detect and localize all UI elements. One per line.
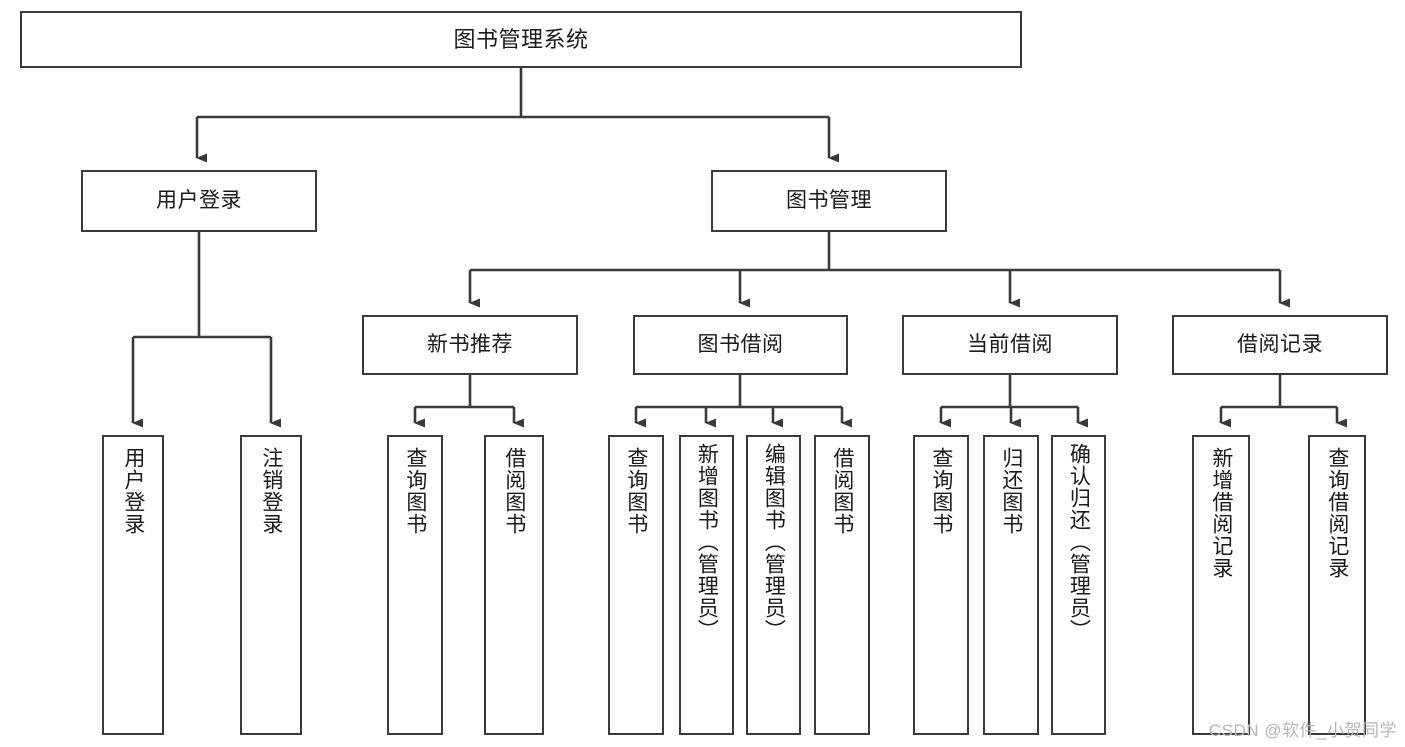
node-label: 注销登录 bbox=[259, 447, 283, 535]
node-label: 图书管理 bbox=[786, 188, 872, 212]
node-book-management[interactable]: 图书管理 bbox=[711, 170, 947, 232]
node-leaf-query-borrow-record[interactable]: 查询借阅记录 bbox=[1308, 435, 1366, 735]
node-label: 查询图书 bbox=[624, 447, 648, 535]
node-label: 图书管理系统 bbox=[453, 26, 589, 52]
node-current-borrow[interactable]: 当前借阅 bbox=[902, 315, 1118, 375]
node-leaf-add-book-admin[interactable]: 新增图书（管理员） bbox=[679, 435, 734, 735]
node-leaf-edit-book-admin[interactable]: 编辑图书（管理员） bbox=[746, 435, 801, 735]
node-leaf-borrow-book-recommend[interactable]: 借阅图书 bbox=[484, 435, 544, 735]
watermark-text: CSDN @软件_小贺同学 bbox=[1208, 721, 1397, 740]
node-label: 新书推荐 bbox=[427, 332, 513, 356]
node-leaf-confirm-return-admin[interactable]: 确认归还（管理员） bbox=[1051, 435, 1106, 735]
node-label: 图书借阅 bbox=[697, 332, 784, 356]
node-new-book-recommend[interactable]: 新书推荐 bbox=[362, 315, 578, 375]
node-label: 当前借阅 bbox=[967, 332, 1053, 356]
node-label: 新增图书（管理员） bbox=[695, 443, 719, 641]
node-label: 查询图书 bbox=[403, 447, 427, 535]
node-label: 用户登录 bbox=[156, 188, 242, 212]
node-label: 借阅图书 bbox=[830, 447, 854, 535]
node-label: 查询图书 bbox=[929, 447, 953, 535]
node-leaf-query-book-borrow[interactable]: 查询图书 bbox=[608, 435, 664, 735]
node-leaf-user-login[interactable]: 用户登录 bbox=[102, 435, 164, 735]
node-borrow-record[interactable]: 借阅记录 bbox=[1172, 315, 1388, 375]
node-book-borrow[interactable]: 图书借阅 bbox=[633, 315, 848, 375]
node-leaf-add-borrow-record[interactable]: 新增借阅记录 bbox=[1192, 435, 1250, 735]
node-label: 借阅图书 bbox=[502, 447, 526, 535]
node-label: 用户登录 bbox=[121, 447, 145, 535]
node-label: 查询借阅记录 bbox=[1325, 447, 1349, 579]
node-leaf-return-book[interactable]: 归还图书 bbox=[983, 435, 1039, 735]
node-user-login[interactable]: 用户登录 bbox=[81, 170, 317, 232]
node-root-system[interactable]: 图书管理系统 bbox=[20, 11, 1022, 68]
node-leaf-borrow-book-borrow[interactable]: 借阅图书 bbox=[814, 435, 870, 735]
node-leaf-query-book-recommend[interactable]: 查询图书 bbox=[387, 435, 443, 735]
node-label: 借阅记录 bbox=[1237, 332, 1323, 356]
node-leaf-query-book-current[interactable]: 查询图书 bbox=[913, 435, 969, 735]
node-label: 编辑图书（管理员） bbox=[762, 443, 786, 641]
node-leaf-logout[interactable]: 注销登录 bbox=[240, 435, 302, 735]
node-label: 确认归还（管理员） bbox=[1067, 443, 1091, 641]
node-label: 新增借阅记录 bbox=[1209, 447, 1233, 579]
node-label: 归还图书 bbox=[999, 447, 1023, 535]
